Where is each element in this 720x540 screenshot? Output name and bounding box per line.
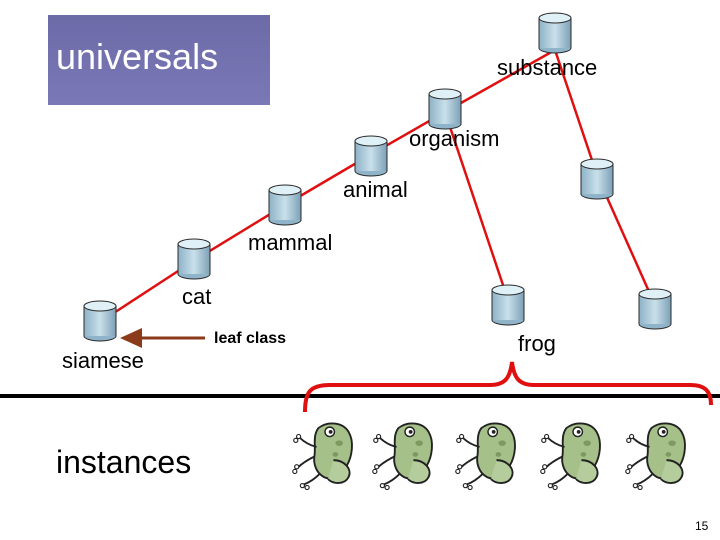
label-mammal: mammal: [248, 230, 333, 255]
page-number: 15: [695, 519, 709, 533]
label-organism: organism: [409, 126, 500, 151]
frog-icon: [292, 422, 353, 490]
siamese-node-icon: [83, 300, 117, 342]
mammal-node-icon: [268, 184, 302, 226]
frog-icon: [372, 422, 433, 490]
frog-node-icon: [491, 284, 525, 326]
divider-line: [0, 394, 720, 398]
frog-icon: [540, 422, 601, 490]
edge-substance-node: [553, 49, 599, 176]
label-cat: cat: [182, 284, 212, 309]
label-animal: animal: [343, 177, 408, 202]
label-leaf-class: leaf class: [214, 330, 287, 347]
slide-title: universals: [56, 36, 219, 77]
edge-substance-organism: [444, 48, 556, 114]
animal-node-icon: [354, 135, 388, 177]
edge-organism-frog: [443, 111, 510, 301]
unlabeled-leaf-node-icon: [638, 288, 672, 330]
organism-node-icon: [428, 88, 462, 130]
cat-node-icon: [177, 238, 211, 280]
leaf-class-arrow-icon: [120, 328, 205, 348]
frog-icon: [455, 422, 516, 490]
label-substance: substance: [497, 55, 598, 80]
instances-label: instances: [56, 444, 192, 480]
unlabeled-node-icon: [580, 158, 614, 200]
title-banner: [48, 15, 270, 105]
label-frog: frog: [518, 331, 556, 356]
label-siamese: siamese: [62, 348, 144, 373]
instances-brace: [303, 361, 713, 413]
frog-icon: [625, 422, 686, 490]
substance-node-icon: [538, 12, 572, 54]
